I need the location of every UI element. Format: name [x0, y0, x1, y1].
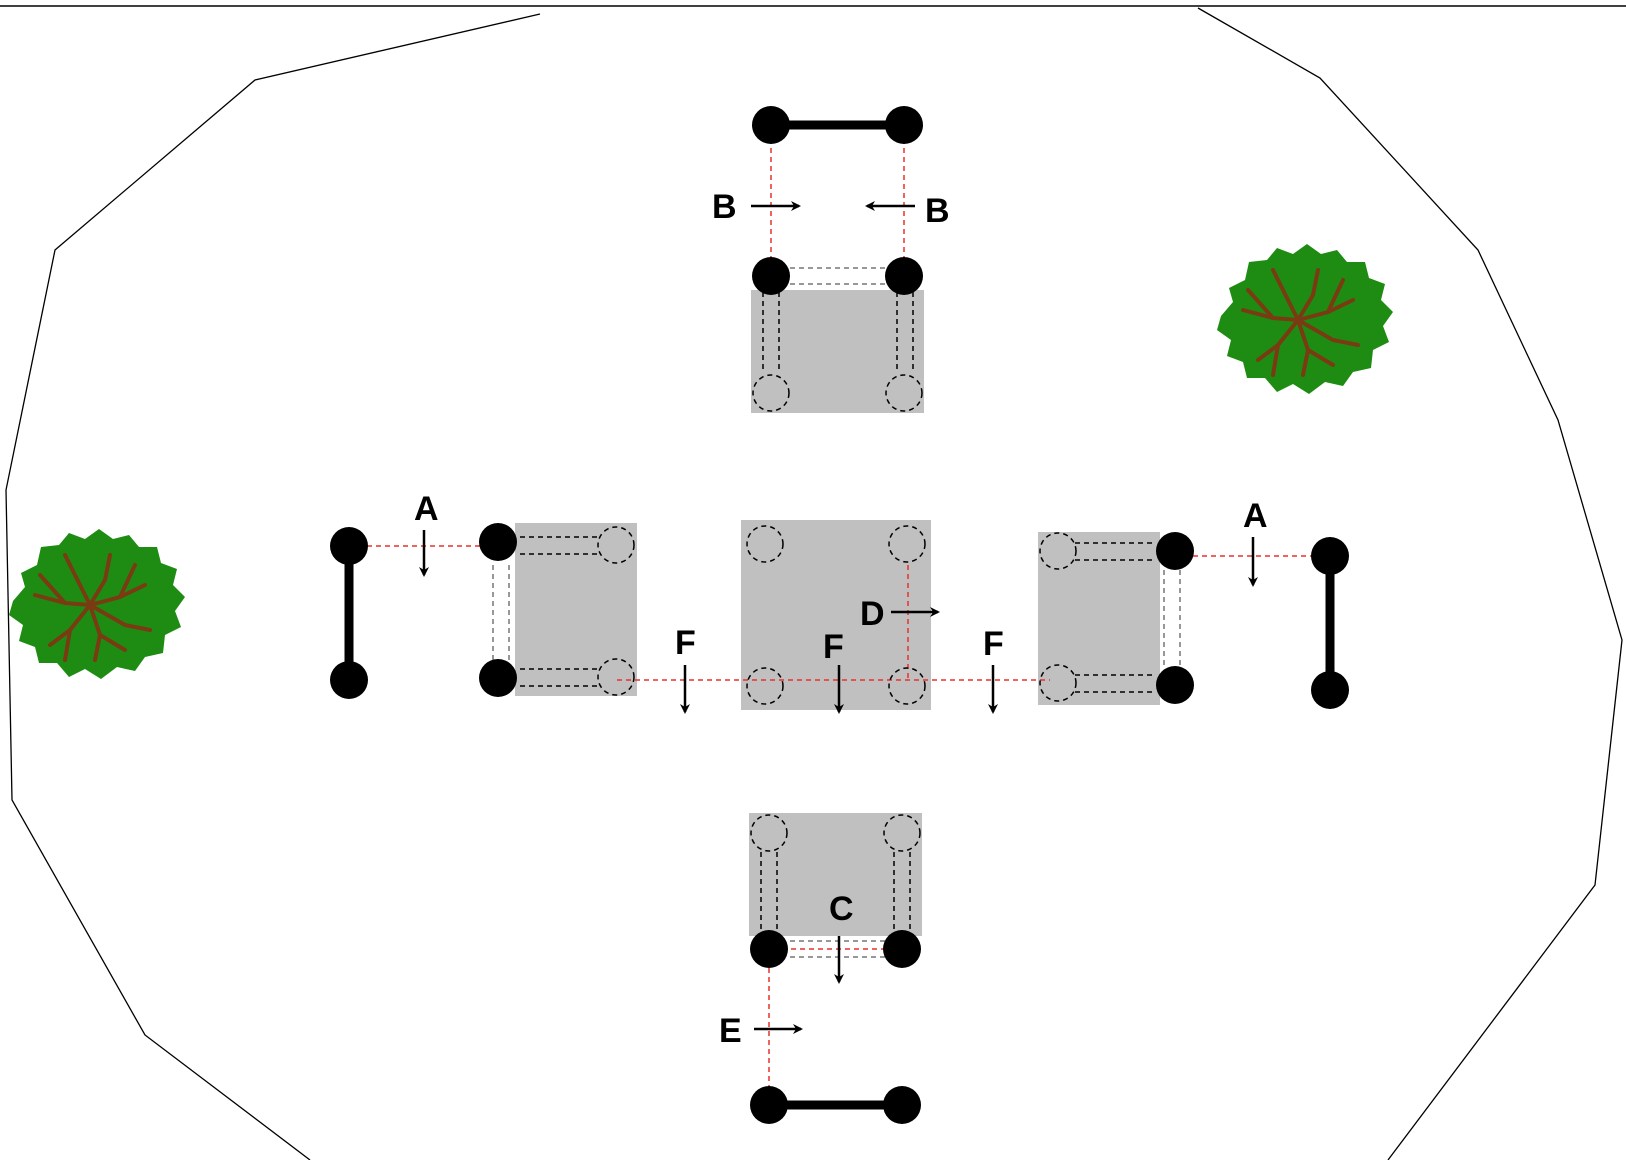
label-c: C	[829, 890, 854, 928]
label-f-left: F	[675, 624, 696, 662]
tile-top	[751, 290, 924, 413]
arrows	[419, 201, 1258, 1034]
pole-right	[1311, 537, 1349, 709]
label-f-mid: F	[823, 628, 844, 666]
pole-left-moved-balls	[479, 523, 517, 697]
pole-right-moved-balls	[1156, 532, 1194, 704]
tree-icon-right	[1217, 244, 1393, 394]
label-a-right: A	[1243, 497, 1268, 535]
tile-bottom	[749, 813, 922, 936]
pole-left	[330, 527, 368, 699]
label-d: D	[860, 595, 885, 633]
pole-bottom-moved-balls	[750, 930, 921, 968]
tile-right	[1038, 532, 1160, 705]
field-boundary-right	[1197, 7, 1623, 1160]
top-ghost-bar	[752, 267, 923, 412]
label-f-right: F	[983, 625, 1004, 663]
label-e: E	[719, 1012, 742, 1050]
center-ghost-circles	[746, 525, 926, 705]
tile-left	[515, 523, 637, 696]
pole-top	[752, 106, 923, 144]
pole-top-moved-balls	[752, 257, 923, 295]
right-ghost-bar	[1039, 532, 1181, 702]
label-b-right: B	[925, 192, 950, 230]
field-boundary	[5, 13, 541, 1160]
pole-bottom	[750, 1086, 921, 1124]
left-ghost-bar	[492, 526, 635, 696]
tile-center	[741, 520, 931, 710]
tree-icon-left	[9, 529, 185, 679]
label-a-left: A	[414, 490, 439, 528]
label-b-left: B	[712, 188, 737, 226]
